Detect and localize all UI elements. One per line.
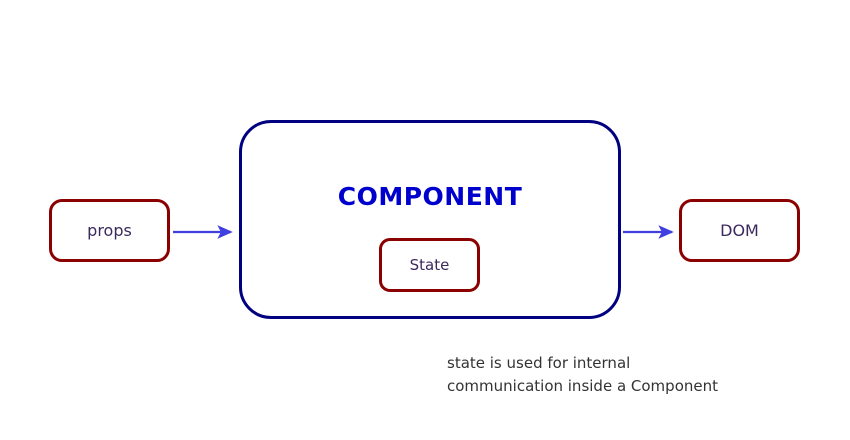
caption-line-2: communication inside a Component: [447, 377, 718, 396]
node-dom-label: DOM: [720, 220, 759, 240]
node-state[interactable]: State: [379, 238, 480, 292]
caption-line-1: state is used for internal: [447, 354, 631, 372]
node-props-label: props: [87, 220, 132, 240]
node-component-label: COMPONENT: [337, 182, 523, 211]
node-dom[interactable]: DOM: [679, 199, 800, 262]
node-state-label: State: [409, 255, 450, 274]
node-props[interactable]: props: [49, 199, 170, 262]
diagram-caption: state is used for internal communication…: [447, 352, 807, 399]
